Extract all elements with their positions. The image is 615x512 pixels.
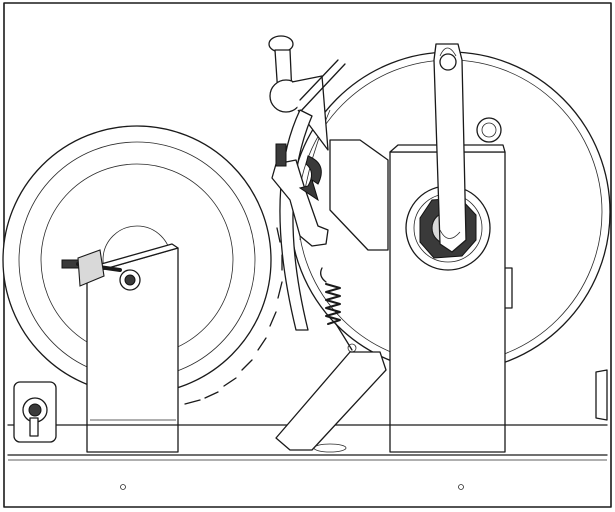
bolt-icon — [61, 249, 141, 291]
knob-bracket — [291, 75, 329, 151]
adjustment-knob-assembly — [268, 35, 346, 151]
crank-arm — [433, 43, 467, 253]
wrench-icon — [271, 143, 329, 247]
base-frame — [7, 351, 608, 490]
diagonal-brace — [275, 351, 387, 451]
flywheel-hole — [476, 117, 502, 143]
tension-spring-icon — [320, 267, 357, 353]
rotate-arrow-icon — [298, 155, 322, 202]
tension-bar — [329, 139, 389, 251]
right-edge-wheel — [595, 369, 608, 421]
crank-pivot-hole — [439, 53, 457, 71]
belt-tread — [184, 227, 283, 405]
base-hole-right — [458, 484, 464, 490]
adjust-bolt — [275, 143, 287, 167]
base-hole-left — [120, 484, 126, 490]
left-mount — [13, 381, 57, 443]
